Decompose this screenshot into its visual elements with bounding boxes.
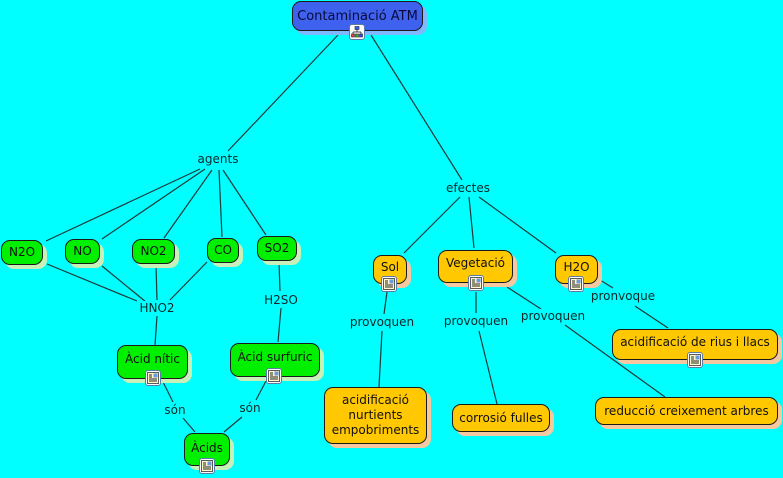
link-label-son-2[interactable]: són	[238, 401, 262, 415]
link-label-son-1[interactable]: són	[163, 403, 187, 417]
concept-label: Vegetació	[446, 256, 505, 270]
concept-co[interactable]: CO	[207, 238, 239, 263]
line-root-efectes	[370, 34, 463, 181]
concept-no2[interactable]: NO2	[132, 239, 175, 264]
document-icon[interactable]	[266, 368, 282, 384]
line-root-agents	[227, 34, 339, 152]
line-h2so-surfuric	[277, 307, 282, 343]
concept-reduccio-creixement-arbres[interactable]: reducció creixement arbres	[595, 397, 778, 425]
line-co-hno2	[169, 261, 208, 301]
line-agents-so2	[222, 169, 267, 236]
link-label-provoquen-veg-2[interactable]: provoquen	[519, 309, 587, 323]
link-label-pronvoque-h2o[interactable]: pronvoque	[589, 289, 657, 303]
line-efectes-veg	[468, 196, 475, 249]
concept-acidificacio-nutrients[interactable]: acidificació nurtients empobriments	[324, 387, 427, 444]
document-icon[interactable]	[381, 276, 397, 292]
line-provoquen-corrosio	[478, 330, 498, 405]
document-icon[interactable]	[145, 370, 161, 386]
link-label-efectes[interactable]: efectes	[445, 181, 491, 195]
line-nitric-son	[162, 381, 174, 403]
concept-n2o[interactable]: N2O	[1, 240, 43, 265]
line-hno2-nitric	[154, 315, 158, 346]
concept-label: corrosió fulles	[459, 410, 543, 425]
line-n2o-hno2	[46, 263, 138, 302]
concept-label: SO2	[264, 241, 290, 255]
line-efectes-h2o	[478, 196, 557, 254]
concept-label: H2O	[563, 260, 590, 274]
line-son-acids-1	[182, 417, 196, 433]
link-label-provoquen-veg-1[interactable]: provoquen	[442, 314, 510, 328]
line-veg-provoquen-2	[506, 286, 542, 310]
line-sol-provoquen	[383, 291, 388, 315]
link-label-hno2[interactable]: HNO2	[138, 301, 176, 315]
link-label-provoquen-sol[interactable]: provoquen	[348, 315, 416, 329]
line-so2-h2so	[278, 261, 281, 292]
concept-label: acidificació de rius i llacs	[620, 335, 770, 349]
link-label-agents[interactable]: agents	[196, 152, 240, 166]
concept-no[interactable]: NO	[65, 239, 100, 264]
line-h2o-pronvoque	[599, 279, 614, 289]
line-surfuric-son	[255, 380, 267, 401]
line-provoquen-acidificacio	[378, 330, 383, 388]
document-icon[interactable]	[199, 458, 215, 474]
concept-label: Àcid surfuric	[237, 349, 313, 364]
document-icon[interactable]	[568, 276, 584, 292]
line-pronvoque-acidificacio-rius	[634, 305, 669, 329]
concept-label-line-1: acidificació	[341, 393, 410, 407]
root-concept-label: Contaminació ATM	[297, 8, 418, 24]
concept-corrosio-fulles[interactable]: corrosió fulles	[452, 404, 550, 432]
line-agents-no2	[163, 169, 213, 239]
concept-label: NO	[73, 244, 92, 258]
line-agents-no	[101, 168, 206, 240]
line-efectes-sol	[403, 196, 461, 254]
concept-label-line-2: nurtients	[348, 408, 403, 422]
concept-label: reducció creixement arbres	[604, 403, 769, 418]
document-icon[interactable]	[468, 275, 484, 291]
concept-label: Àcids	[191, 441, 223, 455]
concept-so2[interactable]: SO2	[257, 236, 297, 261]
concept-label: Sol	[380, 260, 400, 274]
line-agents-co	[218, 169, 223, 238]
line-son-acids-2	[223, 416, 243, 433]
line-provoquen-reduccio	[564, 324, 666, 398]
concept-label: NO2	[140, 244, 167, 258]
link-label-h2so[interactable]: H2SO	[263, 293, 299, 307]
line-agents-n2o	[45, 168, 201, 242]
concept-label: Àcid nític	[125, 351, 180, 366]
concept-label: CO	[214, 243, 232, 257]
submap-icon[interactable]	[349, 24, 365, 40]
document-icon[interactable]	[687, 352, 703, 368]
concept-label: N2O	[8, 245, 36, 259]
concept-label-line-3: empobriments	[331, 423, 420, 437]
line-no2-hno2	[155, 265, 158, 301]
line-no-hno2	[101, 265, 147, 303]
